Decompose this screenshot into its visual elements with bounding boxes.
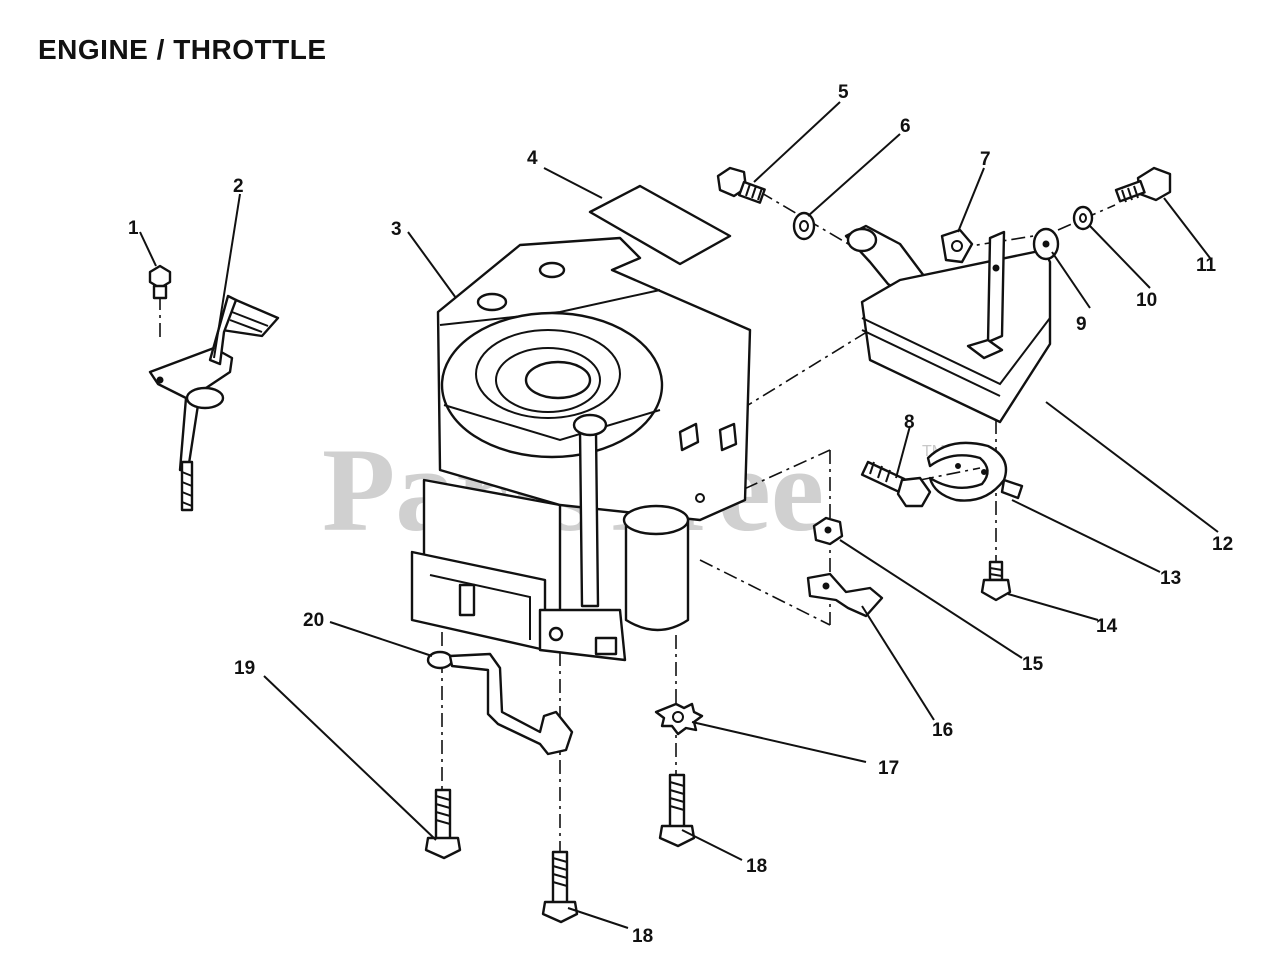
flat-washer-9 xyxy=(1032,227,1060,261)
mount-bolt-19 xyxy=(424,788,462,860)
callout-19: 19 xyxy=(234,658,255,679)
callout-17: 17 xyxy=(878,758,899,779)
callout-1: 1 xyxy=(128,218,139,239)
callout-labels: 1 2 3 4 5 6 7 8 9 10 11 12 13 14 15 16 1… xyxy=(128,82,1233,947)
leader-lines xyxy=(139,101,1219,929)
cable-clamp-16 xyxy=(806,572,884,618)
callout-4: 4 xyxy=(527,148,538,169)
callout-6: 6 xyxy=(900,116,911,137)
callout-9: 9 xyxy=(1076,314,1087,335)
callout-18-lower: 18 xyxy=(632,926,653,947)
guard-bracket-13 xyxy=(926,441,1024,502)
exhaust-gasket-7 xyxy=(940,228,974,264)
engine-block xyxy=(410,236,752,662)
callout-3: 3 xyxy=(391,219,402,240)
muffler-bracket-bolt-11 xyxy=(1114,166,1172,203)
callout-15: 15 xyxy=(1022,654,1044,675)
callout-14: 14 xyxy=(1096,616,1118,637)
callout-2: 2 xyxy=(233,176,244,197)
callout-5: 5 xyxy=(838,82,849,103)
callout-7: 7 xyxy=(980,149,991,170)
callout-11: 11 xyxy=(1196,255,1217,276)
callout-20: 20 xyxy=(303,610,324,631)
callout-10: 10 xyxy=(1136,290,1157,311)
muffler-washer-6 xyxy=(792,211,816,241)
callout-16: 16 xyxy=(932,720,953,741)
callout-8: 8 xyxy=(904,412,915,433)
callout-18-right: 18 xyxy=(746,856,767,877)
muffler-mount-bolt-8 xyxy=(860,460,932,508)
callout-13: 13 xyxy=(1160,568,1181,589)
muffler-bolt-5 xyxy=(716,166,766,204)
diagram-title: ENGINE / THROTTLE xyxy=(38,34,327,65)
lock-washer-10 xyxy=(1072,205,1094,231)
muffler-12 xyxy=(844,224,1052,424)
throttle-assembly xyxy=(148,264,280,512)
bracket-screw-14 xyxy=(980,560,1012,602)
engine-decal xyxy=(588,184,732,266)
star-washer-17 xyxy=(654,702,704,736)
callout-12: 12 xyxy=(1212,534,1233,555)
drain-line-20 xyxy=(426,650,574,756)
mount-bolt-18-right xyxy=(658,773,696,848)
mount-bolt-18-lower xyxy=(541,850,579,924)
hex-nut-15 xyxy=(812,516,844,546)
